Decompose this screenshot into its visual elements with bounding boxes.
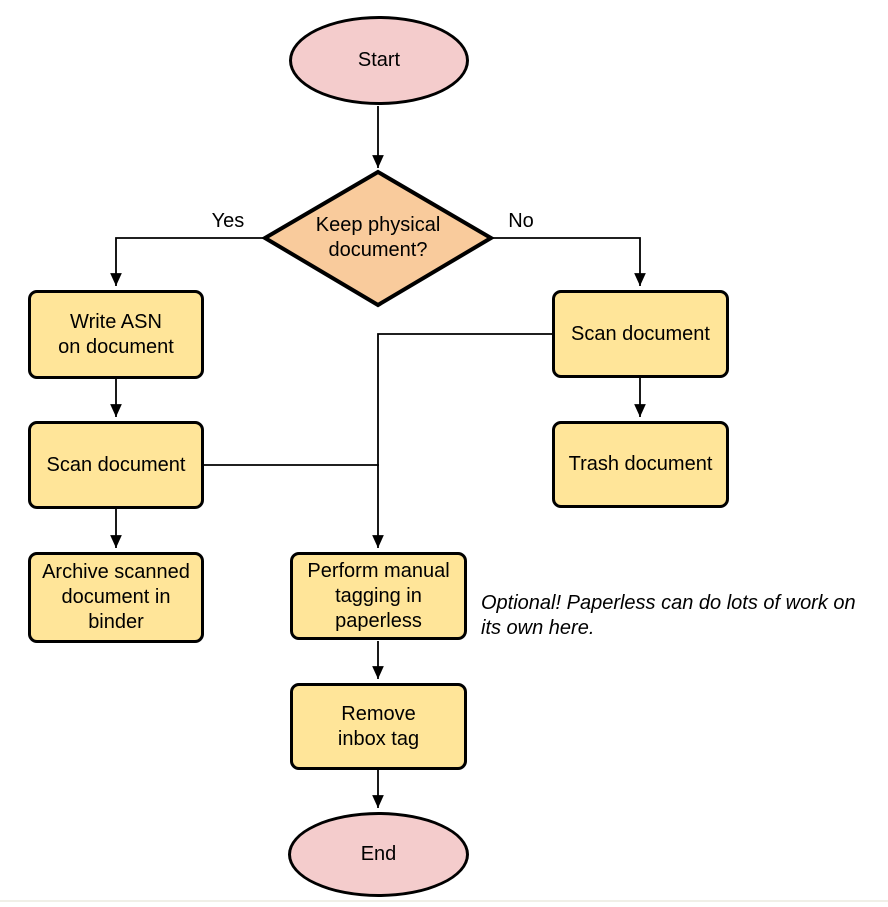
node-manual-tagging: Perform manual tagging in paperless (290, 552, 467, 640)
edge-label-yes: Yes (211, 210, 245, 232)
edge-decision-no-to-scan-right (490, 237, 646, 286)
edge-label-no: No (508, 210, 534, 232)
node-start: Start (289, 16, 469, 105)
node-decision-label: Keep physical document? (315, 214, 441, 261)
node-start-label: Start (357, 49, 401, 71)
node-remove-inbox-tag: Remove inbox tag (290, 683, 467, 770)
edge-decision-yes-to-write-asn (110, 237, 266, 286)
node-scan-document-right-label: Scan document (571, 322, 710, 345)
edge-scan-right-to-tagging (372, 333, 552, 548)
node-write-asn: Write ASN on document (28, 290, 204, 379)
node-scan-document-left-label: Scan document (46, 453, 186, 476)
node-scan-document-right: Scan document (552, 290, 729, 378)
node-archive-binder: Archive scanned document in binder (28, 552, 204, 643)
node-end: End (288, 812, 469, 897)
bottom-divider (0, 900, 888, 902)
node-end-label: End (360, 843, 397, 865)
node-archive-binder-label: Archive scanned document in binder (42, 561, 190, 633)
node-trash-document-label: Trash document (568, 453, 713, 475)
node-scan-document-left: Scan document (28, 421, 204, 509)
node-manual-tagging-label: Perform manual tagging in paperless (307, 559, 450, 632)
node-trash-document: Trash document (552, 421, 729, 508)
annotation-optional-note: Optional! Paperless can do lots of work … (481, 592, 856, 639)
node-remove-inbox-tag-label: Remove inbox tag (337, 702, 420, 750)
node-write-asn-label: Write ASN on document (58, 310, 174, 358)
decision-diamond-shape (261, 169, 495, 308)
